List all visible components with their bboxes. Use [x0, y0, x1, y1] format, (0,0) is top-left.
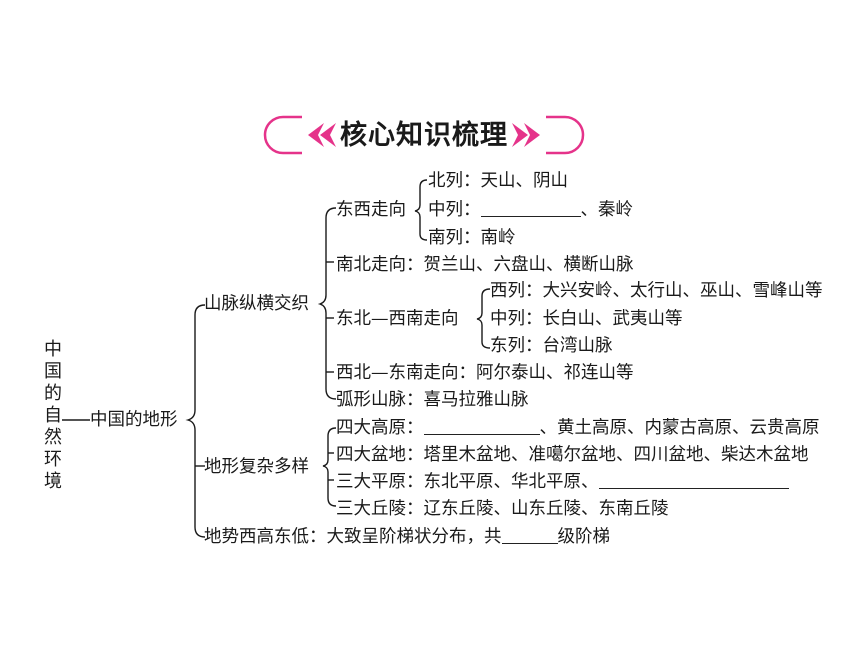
- answer-blank[interactable]: [598, 474, 789, 489]
- basins-text: 四大盆地：塔里木盆地、准噶尔盆地、四川盆地、柴达木盆地: [336, 445, 809, 465]
- answer-blank[interactable]: [423, 420, 540, 435]
- nesw-middle: 中列：长白山、武夷山等: [490, 309, 683, 329]
- right-arrow-icon: [524, 123, 540, 147]
- title-banner: [263, 113, 585, 157]
- nwse-text: 西北—东南走向：阿尔泰山、祁连山等: [336, 363, 634, 383]
- mountains-label: 山脉纵横交织: [204, 294, 309, 314]
- plains-text: 三大平原：东北平原、华北平原、: [336, 471, 789, 493]
- topic-label: 中国的地形: [90, 410, 178, 430]
- answer-blank[interactable]: [480, 202, 581, 217]
- ew-middle: 中列：、秦岭: [428, 200, 633, 220]
- nesw-west: 西列：大兴安岭、太行山、巫山、雪峰山等: [490, 281, 823, 301]
- hills-text: 三大丘陵：辽东丘陵、山东丘陵、东南丘陵: [336, 499, 669, 519]
- left-arrow-icon: [308, 123, 324, 147]
- nesw-east: 东列：台湾山脉: [490, 336, 613, 356]
- ew-north: 北列：天山、阴山: [428, 171, 568, 191]
- elevation-text: 地势西高东低：大致呈阶梯状分布，共级阶梯: [204, 527, 610, 547]
- nesw-label: 东北—西南走向: [336, 309, 459, 329]
- ew-label: 东西走向: [336, 200, 406, 220]
- ns-text: 南北走向：贺兰山、六盘山、横断山脉: [336, 255, 634, 275]
- root-label: 中国的自然环境: [44, 339, 62, 492]
- arc-text: 弧形山脉：喜马拉雅山脉: [336, 390, 529, 410]
- ew-south: 南列：南岭: [428, 228, 516, 248]
- banner-title: 核心知识梳理: [340, 119, 508, 151]
- terrain-label: 地形复杂多样: [204, 457, 309, 477]
- plateaus-text: 四大高原：、黄土高原、内蒙古高原、云贵高原: [336, 418, 820, 438]
- answer-blank[interactable]: [501, 529, 558, 544]
